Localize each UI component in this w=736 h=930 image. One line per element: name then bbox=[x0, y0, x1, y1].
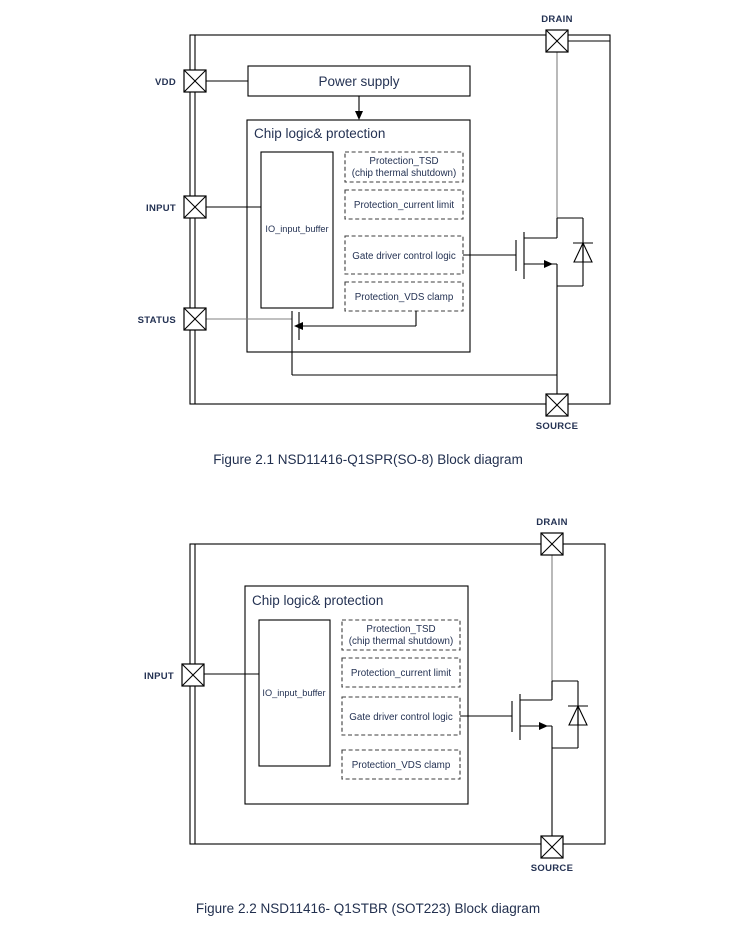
body-diode-triangle-right bbox=[582, 242, 593, 263]
pin-label-status: STATUS bbox=[138, 315, 176, 326]
pad-source bbox=[540, 835, 564, 859]
protection-current-limit-label: Protection_current limit bbox=[354, 200, 454, 211]
pin-label-drain: DRAIN bbox=[541, 14, 573, 25]
pad-status bbox=[183, 307, 207, 331]
status-mosfet-arrow bbox=[294, 322, 303, 330]
protection-vds-clamp-label: Protection_VDS clamp bbox=[355, 292, 454, 303]
io-input-buffer-box bbox=[260, 151, 334, 309]
body-diode-triangle-left bbox=[568, 705, 579, 726]
gate-driver-box bbox=[344, 235, 464, 275]
power-supply-box bbox=[247, 65, 471, 97]
pin-label-source: SOURCE bbox=[531, 863, 573, 874]
body-diode-triangle-left bbox=[573, 242, 584, 263]
chip-logic-label: Chip logic& protection bbox=[252, 593, 383, 608]
gate-driver-label: Gate driver control logic bbox=[352, 251, 456, 262]
gate-driver-box bbox=[341, 696, 461, 736]
mosfet-source-arrow bbox=[539, 722, 548, 730]
mosfet-source-arrow bbox=[544, 260, 553, 268]
gate-driver-label: Gate driver control logic bbox=[349, 712, 453, 723]
figure-2-2-diagram: Chip logic& protection IO_input_buffer P… bbox=[144, 517, 606, 874]
io-input-buffer-box bbox=[258, 619, 331, 767]
pad-source bbox=[545, 393, 569, 417]
protection-vds-clamp-box bbox=[341, 749, 461, 780]
pad-drain bbox=[540, 532, 564, 556]
protection-tsd-box bbox=[344, 151, 464, 183]
figure-2-1-caption: Figure 2.1 NSD11416-Q1SPR(SO-8) Block di… bbox=[213, 452, 523, 467]
protection-tsd-label-line2: (chip thermal shutdown) bbox=[352, 168, 457, 179]
protection-tsd-label-line1: Protection_TSD bbox=[369, 156, 438, 167]
figure-2-1-diagram: Power supply Chip logic& protection IO_i… bbox=[138, 14, 611, 432]
chip-logic-label: Chip logic& protection bbox=[254, 126, 385, 141]
protection-tsd-label-line1: Protection_TSD bbox=[366, 624, 435, 635]
power-to-logic-arrow-head bbox=[355, 111, 363, 120]
figure-2-2-caption: Figure 2.2 NSD11416- Q1STBR (SOT223) Blo… bbox=[195, 901, 541, 916]
figure-2-2: Chip logic& protection IO_input_buffer P… bbox=[0, 498, 736, 930]
protection-tsd-box bbox=[341, 619, 461, 651]
power-supply-label: Power supply bbox=[318, 74, 399, 89]
io-input-buffer-label: IO_input_buffer bbox=[262, 688, 325, 698]
figure-2-1: Power supply Chip logic& protection IO_i… bbox=[138, 14, 611, 467]
pin-label-vdd: VDD bbox=[155, 77, 176, 88]
protection-current-limit-label: Protection_current limit bbox=[351, 668, 451, 679]
pin-label-drain: DRAIN bbox=[536, 517, 568, 528]
pad-vdd bbox=[183, 69, 207, 93]
protection-current-limit-box bbox=[344, 189, 464, 220]
pad-drain bbox=[545, 29, 569, 53]
protection-current-limit-box bbox=[341, 657, 461, 688]
body-diode-triangle-right bbox=[577, 705, 588, 726]
pin-label-input: INPUT bbox=[144, 671, 174, 682]
protection-vds-clamp-label: Protection_VDS clamp bbox=[352, 760, 451, 771]
pin-label-source: SOURCE bbox=[536, 421, 578, 432]
pad-input bbox=[183, 195, 207, 219]
pin-label-input: INPUT bbox=[146, 203, 176, 214]
protection-vds-clamp-box bbox=[344, 281, 464, 312]
protection-tsd-label-line2: (chip thermal shutdown) bbox=[349, 636, 454, 647]
pad-input bbox=[181, 663, 205, 687]
io-input-buffer-label: IO_input_buffer bbox=[265, 224, 328, 234]
